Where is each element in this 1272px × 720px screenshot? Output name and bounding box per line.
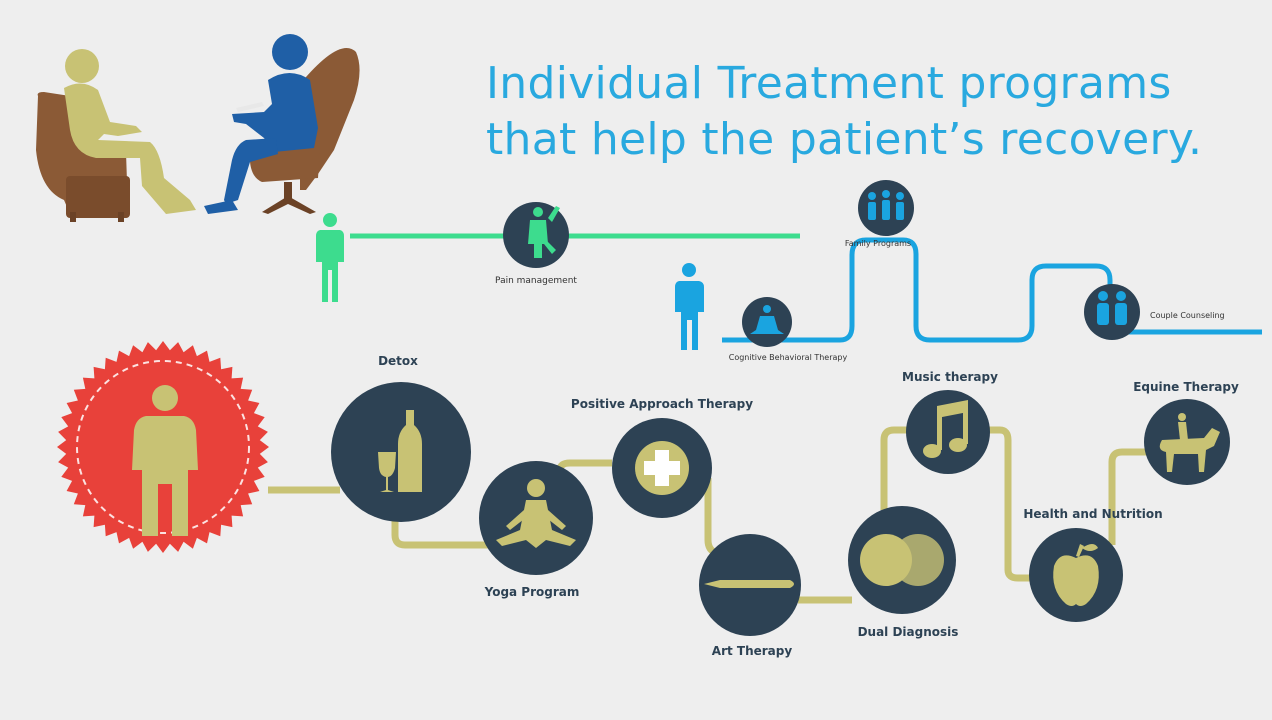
- detox-label: Detox: [378, 354, 418, 368]
- health-nutrition-node: [1029, 528, 1123, 622]
- person-icon: [132, 385, 198, 536]
- meditation-small-icon: [750, 305, 784, 334]
- health-nutrition-label: Health and Nutrition: [1023, 507, 1162, 521]
- music-therapy-node: [906, 390, 990, 474]
- horse-rider-icon: [1159, 413, 1220, 472]
- art-therapy-label: Art Therapy: [712, 644, 793, 658]
- couple-icon: [1097, 291, 1127, 325]
- blue-person-icon: [675, 263, 704, 350]
- detox-node: [331, 382, 471, 522]
- pain-management-node: [503, 202, 569, 268]
- art-therapy-node: [699, 534, 801, 636]
- music-therapy-label: Music therapy: [902, 370, 998, 384]
- two-circles-icon: [860, 534, 944, 586]
- positive-approach-label: Positive Approach Therapy: [571, 397, 753, 411]
- therapist-session-icon: [36, 34, 360, 222]
- page-title-line-2: that help the patient’s recovery.: [486, 114, 1203, 165]
- music-note-icon: [923, 400, 968, 458]
- cbt-node: [742, 297, 792, 347]
- couple-counseling-node: [1084, 284, 1140, 340]
- pain-management-label: Pain management: [495, 276, 577, 286]
- program-path-line: [391, 426, 1148, 604]
- page-title-line-1: Individual Treatment programs: [486, 58, 1172, 109]
- equine-therapy-node: [1144, 399, 1230, 485]
- dual-diagnosis-node: [848, 506, 956, 614]
- equine-therapy-label: Equine Therapy: [1133, 380, 1239, 394]
- pain-figure-icon: [528, 206, 560, 258]
- wine-bottle-icon: [378, 410, 422, 492]
- cbt-label: Cognitive Behavioral Therapy: [729, 353, 848, 362]
- yoga-node: [479, 461, 593, 575]
- meditation-icon: [496, 479, 576, 548]
- brush-icon: [704, 580, 794, 588]
- start-badge: [57, 341, 269, 553]
- family-programs-node: [858, 180, 914, 236]
- family-icon: [868, 190, 904, 220]
- plus-icon: [635, 441, 689, 495]
- yoga-label: Yoga Program: [484, 585, 580, 599]
- couple-counseling-label: Couple Counseling: [1150, 311, 1225, 320]
- family-programs-label: Family Programs: [845, 239, 911, 248]
- green-person-icon: [316, 213, 344, 302]
- apple-icon: [1053, 544, 1099, 606]
- positive-approach-node: [612, 418, 712, 518]
- dual-diagnosis-label: Dual Diagnosis: [858, 625, 959, 639]
- cbt-path-line: [722, 237, 1262, 343]
